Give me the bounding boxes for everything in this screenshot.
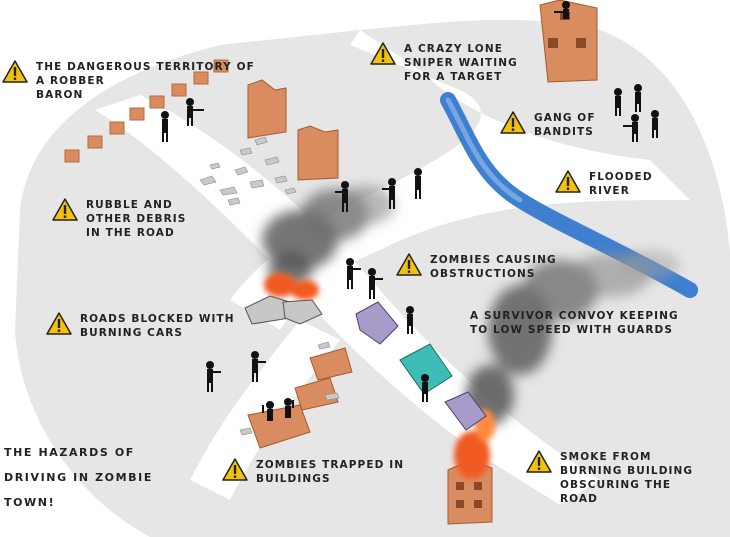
hazard-flooded-river: FLOODED RIVER <box>555 170 653 198</box>
hazard-zombies-trapped: ZOMBIES TRAPPED IN BUILDINGS <box>222 458 404 486</box>
car-icon <box>355 301 487 431</box>
warning-icon <box>2 60 28 83</box>
warning-icon <box>52 198 78 221</box>
warning-icon <box>222 458 248 481</box>
zombie-icon <box>206 168 422 421</box>
hazard-text: GANG OF BANDITS <box>534 112 596 138</box>
hazard-text: FLOODED RIVER <box>589 171 653 197</box>
hazard-text: A CRAZY LONE SNIPER WAITING FOR A TARGET <box>404 43 518 83</box>
hazard-rubble: RUBBLE AND OTHER DEBRIS IN THE ROAD <box>52 198 186 240</box>
hazard-text: ZOMBIES TRAPPED IN BUILDINGS <box>256 459 405 485</box>
barricade-blocks <box>64 59 229 163</box>
hazard-text: THE DANGEROUS TERRITORY OF A ROBBER BARO… <box>36 61 255 101</box>
smoke-cloud-left <box>262 185 395 288</box>
warning-icon <box>370 42 396 65</box>
hazard-sniper: A CRAZY LONE SNIPER WAITING FOR A TARGET <box>370 42 518 84</box>
warning-icon <box>500 111 526 134</box>
hazard-zombies-obstructions: ZOMBIES CAUSING OBSTRUCTIONS <box>396 253 557 281</box>
warning-icon <box>526 450 552 473</box>
hazard-text: ROADS BLOCKED WITH BURNING CARS <box>80 313 235 339</box>
page-title: THE HAZARDS OF DRIVING IN ZOMBIE TOWN! <box>4 446 153 509</box>
ruined-buildings <box>247 0 598 525</box>
hazard-text: SMOKE FROM BURNING BUILDING OBSCURING TH… <box>560 451 694 505</box>
hazard-robber-baron: THE DANGEROUS TERRITORY OF A ROBBER BARO… <box>2 60 255 102</box>
smoke-cloud-right <box>466 250 680 425</box>
hazard-text: RUBBLE AND OTHER DEBRIS IN THE ROAD <box>86 199 187 239</box>
hazard-bandits: GANG OF BANDITS <box>500 111 596 139</box>
warning-icon <box>396 253 422 276</box>
fire-icon <box>264 273 495 479</box>
rubble-debris <box>199 136 340 436</box>
hazard-convoy: A SURVIVOR CONVOY KEEPING TO LOW SPEED W… <box>470 309 679 337</box>
hazard-text: ZOMBIES CAUSING OBSTRUCTIONS <box>430 254 557 280</box>
hazard-smoke: SMOKE FROM BURNING BUILDING OBSCURING TH… <box>526 450 693 506</box>
warning-icon <box>46 312 72 335</box>
soldier-icon <box>161 1 659 402</box>
hazard-burning-cars: ROADS BLOCKED WITH BURNING CARS <box>46 312 235 340</box>
burning-cars <box>244 295 323 325</box>
warning-icon <box>555 170 581 193</box>
hazard-text: A SURVIVOR CONVOY KEEPING TO LOW SPEED W… <box>470 310 679 336</box>
